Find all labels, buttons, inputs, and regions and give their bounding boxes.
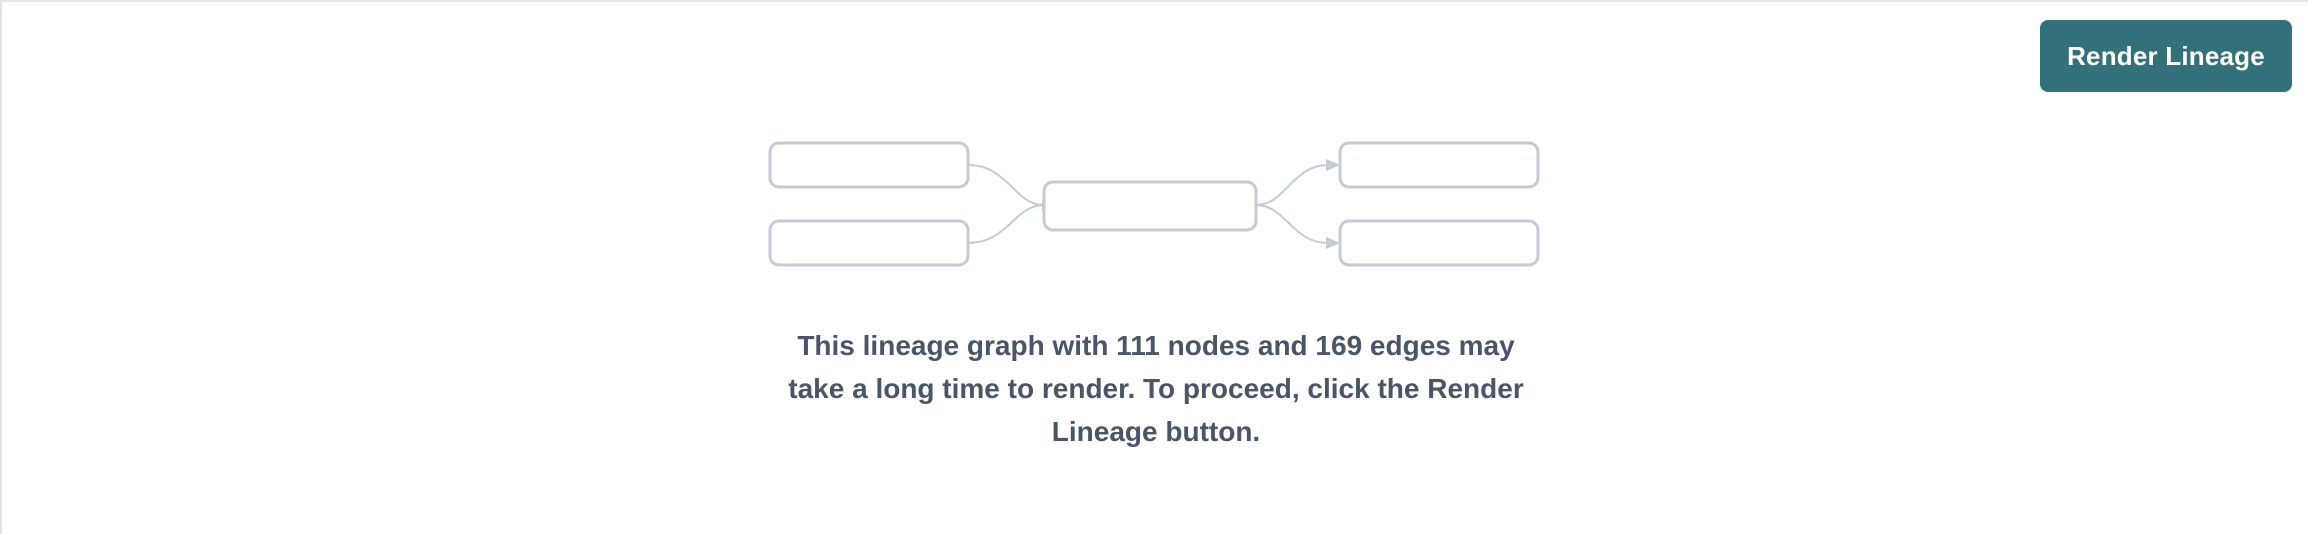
lineage-graph-icon xyxy=(768,141,1540,267)
edge-center-to-right-top xyxy=(1255,164,1329,206)
lineage-warning-message: This lineage graph with 111 nodes and 16… xyxy=(2,324,2308,453)
render-lineage-button[interactable]: Render Lineage xyxy=(2040,20,2292,92)
graph-node-left-top xyxy=(768,141,970,189)
lineage-warning-text: This lineage graph with 111 nodes and 16… xyxy=(788,330,1524,447)
graph-node-left-bottom xyxy=(768,219,970,267)
arrowhead-into-right-bottom xyxy=(1326,237,1340,249)
arrowhead-into-right-top xyxy=(1326,159,1340,171)
graph-node-right-top xyxy=(1338,141,1540,189)
edge-center-to-right-bottom xyxy=(1255,204,1329,244)
graph-node-center xyxy=(1042,180,1258,232)
edge-left-bottom-to-center xyxy=(967,204,1045,244)
edge-left-top-to-center xyxy=(967,164,1045,206)
lineage-graph-placeholder xyxy=(2,122,2308,302)
graph-node-right-bottom xyxy=(1338,219,1540,267)
